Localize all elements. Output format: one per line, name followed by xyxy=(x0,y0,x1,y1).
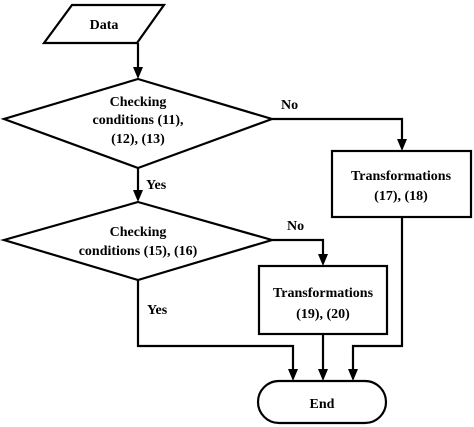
edge-decision2-yes: Yes xyxy=(136,280,298,381)
edge-decision1-no: No xyxy=(272,98,407,151)
decision2-no-label: No xyxy=(287,219,304,234)
process1-label-line1: Transformations xyxy=(351,169,452,184)
process2-label-line2: (19), (20) xyxy=(296,307,350,322)
edge-process2-to-end xyxy=(318,334,328,381)
process2-label-line1: Transformations xyxy=(273,286,374,301)
edge-start-to-decision1 xyxy=(133,43,143,79)
decision1-node: Checking conditions (11), (12), (13) xyxy=(0,77,276,170)
decision2-node: Checking conditions (15), (16) xyxy=(0,200,276,282)
edge-process1-to-end xyxy=(348,217,404,381)
decision1-label-line2: conditions (11), xyxy=(92,113,183,128)
decision2-label-line1: Checking xyxy=(110,225,167,240)
process1-node: Transformations (17), (18) xyxy=(330,149,473,219)
edge-decision1-yes: Yes xyxy=(133,168,167,202)
process1-label-line2: (17), (18) xyxy=(374,189,428,204)
process2-node: Transformations (19), (20) xyxy=(257,264,389,336)
decision1-label-line1: Checking xyxy=(110,95,167,110)
start-node: Data xyxy=(41,3,167,45)
start-node-label: Data xyxy=(90,18,119,33)
decision1-label-line3: (12), (13) xyxy=(111,132,165,147)
decision1-no-label: No xyxy=(281,98,298,113)
decision1-yes-label: Yes xyxy=(146,178,167,193)
decision2-yes-label: Yes xyxy=(147,303,168,318)
decision2-label-line2: conditions (15), (16) xyxy=(79,244,198,259)
end-node-label: End xyxy=(310,397,335,412)
end-node: End xyxy=(256,379,388,425)
edge-decision2-no: No xyxy=(272,219,328,266)
